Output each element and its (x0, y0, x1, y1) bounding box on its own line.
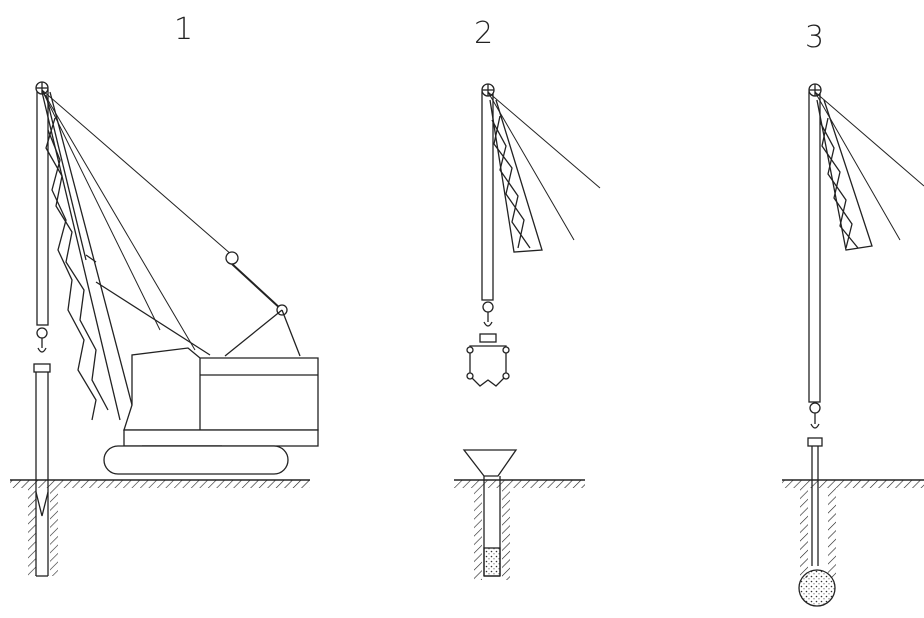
leader-mast-3 (808, 83, 822, 403)
leader-mast-1 (35, 81, 49, 326)
ground-2 (454, 479, 585, 580)
tremie-pipe-3 (798, 402, 836, 607)
ground-3 (782, 479, 924, 578)
funnel-hopper-2 (462, 449, 518, 577)
crane-cab-1 (123, 347, 319, 447)
step-2-group (454, 83, 601, 580)
boom-section-2 (487, 91, 601, 253)
boom-section-3 (814, 91, 924, 251)
pulley-1 (95, 251, 301, 357)
hook-assembly-1 (33, 327, 51, 577)
step-3-label: 3 (805, 20, 825, 55)
bucket-2 (466, 301, 510, 387)
ground-1 (10, 479, 310, 576)
crane-boom-1 (41, 89, 233, 421)
step-1-label: 1 (174, 12, 194, 47)
leader-mast-2 (481, 83, 495, 301)
step-3-group (782, 83, 924, 607)
step-2-label: 2 (474, 16, 494, 51)
crawler-tracks-1 (103, 445, 289, 475)
step-1-crane-group (10, 81, 319, 577)
